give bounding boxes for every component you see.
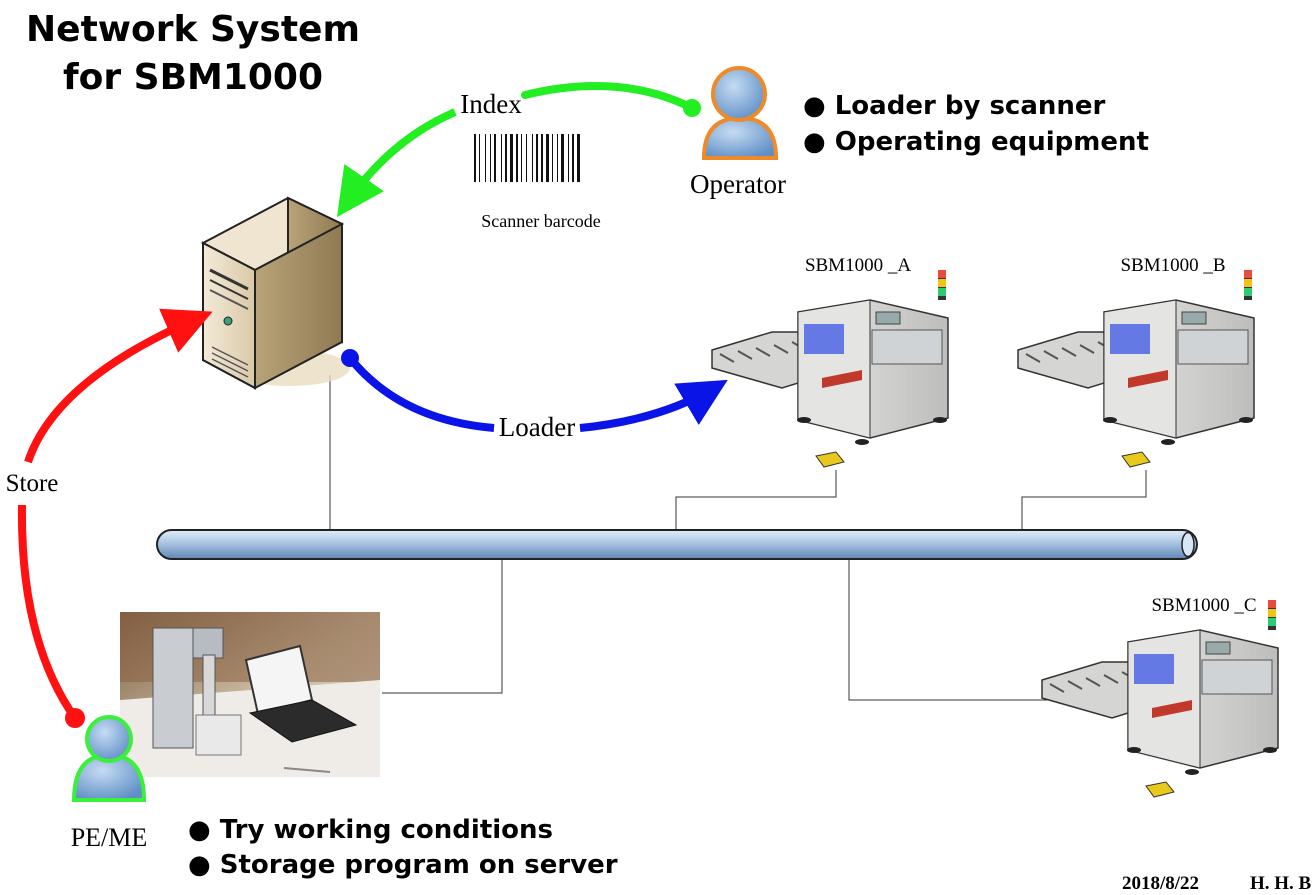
operator-bullet-2: ● Operating equipment	[803, 127, 1149, 157]
peme-person-icon	[71, 715, 147, 802]
store-arrow-start-dot	[65, 708, 85, 728]
workstation-photo	[120, 612, 380, 777]
title-line-2: for SBM1000	[63, 57, 323, 98]
loader-arrow-start-dot	[341, 349, 359, 367]
index-arrow-segment	[521, 82, 696, 112]
peme-bullet-2: ● Storage program on server	[188, 850, 618, 880]
machine-b-label: SBM1000 _B	[1120, 255, 1225, 276]
machine-a-label: SBM1000 _A	[805, 255, 911, 276]
store-arrow	[24, 308, 213, 464]
loader-label: Loader	[499, 412, 575, 442]
operator-bullet-1: ● Loader by scanner	[803, 91, 1106, 121]
title-line-1: Network System	[26, 9, 360, 50]
barcode-icon	[474, 134, 580, 182]
index-arrow-start-dot	[683, 99, 701, 117]
index-label: Index	[460, 89, 522, 119]
server-icon	[200, 196, 350, 390]
footer-date: 2018/8/22	[1122, 873, 1199, 894]
loader-arrow	[579, 379, 728, 432]
peme-bullet-1: ● Try working conditions	[188, 815, 553, 845]
machine-sbm1000-c	[1041, 600, 1279, 798]
scanner-barcode-label: Scanner barcode	[481, 211, 600, 231]
machine-sbm1000-a	[711, 270, 949, 468]
machine-c-label: SBM1000 _C	[1151, 595, 1256, 616]
operator-person-icon	[701, 66, 779, 160]
store-label: Store	[6, 470, 59, 497]
peme-label: PE/ME	[71, 823, 148, 852]
network-bus	[156, 529, 1198, 560]
loader-arrow-segment	[346, 355, 495, 432]
index-arrow	[336, 108, 457, 218]
operator-label: Operator	[690, 169, 786, 199]
footer-author: H. H. B.	[1250, 873, 1312, 894]
machine-sbm1000-b	[1017, 270, 1255, 468]
store-arrow-lower	[17, 504, 79, 721]
network-connections	[329, 375, 1147, 701]
